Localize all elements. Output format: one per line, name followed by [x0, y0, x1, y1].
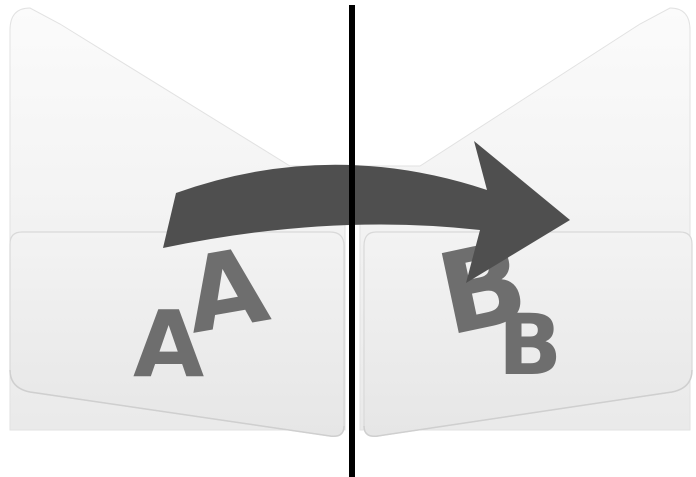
letter-b-small: B	[498, 296, 562, 394]
vertical-divider	[349, 5, 355, 477]
